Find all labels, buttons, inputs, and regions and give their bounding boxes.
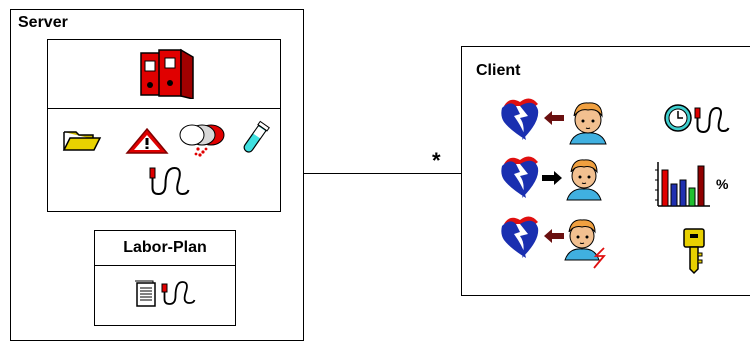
client-title: Client: [476, 62, 521, 79]
percent-label: %: [716, 176, 729, 192]
warning-triangle-icon: [125, 127, 169, 154]
multiplicity-label: *: [432, 148, 441, 173]
heart-error-icon: [501, 216, 606, 269]
test-tube-icon: [243, 120, 270, 153]
heart-send-icon: [501, 156, 602, 201]
labor-plan-box: [94, 230, 236, 326]
heart-receive-icon: [501, 98, 607, 145]
server-title: Server: [18, 14, 68, 31]
folder-icon: [62, 131, 102, 151]
bar-chart-percent-icon: %: [655, 162, 729, 207]
labor-plan-title: Labor-Plan: [94, 230, 236, 266]
clock-cable-icon: [664, 104, 730, 134]
tools-panel: [47, 108, 281, 212]
key-icon: [683, 228, 705, 275]
cable-icon: [161, 281, 196, 305]
document-icon: [135, 280, 156, 307]
association-line: [304, 173, 461, 174]
blood-cells-icon: [179, 124, 225, 157]
binder-icon: [140, 48, 194, 99]
cable-icon: [149, 166, 190, 196]
